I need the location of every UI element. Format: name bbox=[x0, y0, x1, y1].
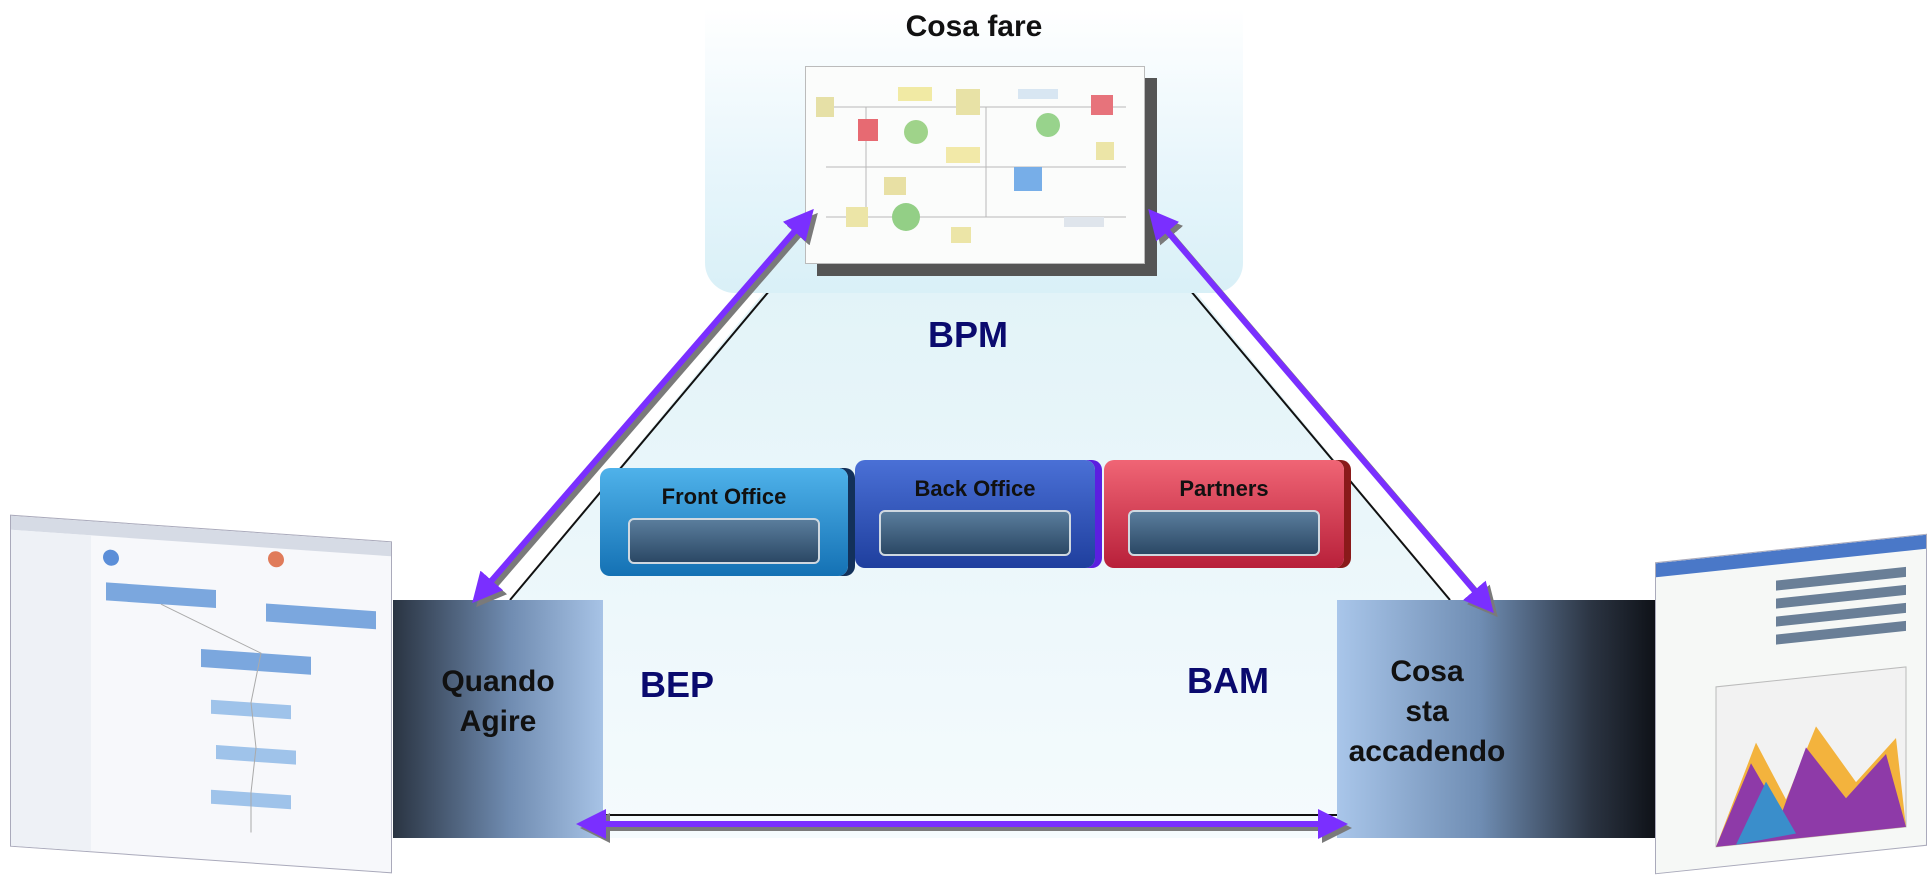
bep-screenshot-graphic bbox=[11, 515, 391, 852]
front-office-box: Front Office bbox=[600, 468, 848, 576]
partners-box: Partners bbox=[1104, 460, 1344, 568]
right-box-line-2: sta bbox=[1405, 695, 1449, 728]
right-box-line-3: accadendo bbox=[1348, 735, 1506, 768]
bpm-label: BPM bbox=[928, 314, 1008, 355]
bam-screenshot bbox=[1655, 533, 1927, 875]
left-box-line-1: Quando bbox=[441, 665, 555, 698]
cosa-sta-accadendo-box: Cosa sta accadendo bbox=[1337, 600, 1655, 838]
front-office-flow-icon bbox=[628, 518, 820, 564]
quando-agire-box: Quando Agire bbox=[393, 600, 603, 838]
right-box-line-1: Cosa bbox=[1390, 655, 1464, 688]
bam-screenshot-graphic bbox=[1656, 534, 1926, 848]
bep-screenshot bbox=[10, 514, 392, 874]
back-office-flow-icon bbox=[879, 510, 1071, 556]
process-diagram-image bbox=[805, 66, 1145, 264]
top-caption: Cosa fare bbox=[905, 10, 1043, 43]
partners-flow-icon bbox=[1128, 510, 1320, 556]
bam-label: BAM bbox=[1187, 660, 1269, 701]
back-office-box: Back Office bbox=[855, 460, 1095, 568]
bep-label: BEP bbox=[640, 664, 715, 705]
front-office-label: Front Office bbox=[661, 484, 787, 509]
partners-label: Partners bbox=[1179, 476, 1269, 501]
back-office-label: Back Office bbox=[914, 476, 1036, 501]
process-diagram-graphic bbox=[816, 87, 1126, 243]
left-box-line-2: Agire bbox=[459, 705, 537, 738]
